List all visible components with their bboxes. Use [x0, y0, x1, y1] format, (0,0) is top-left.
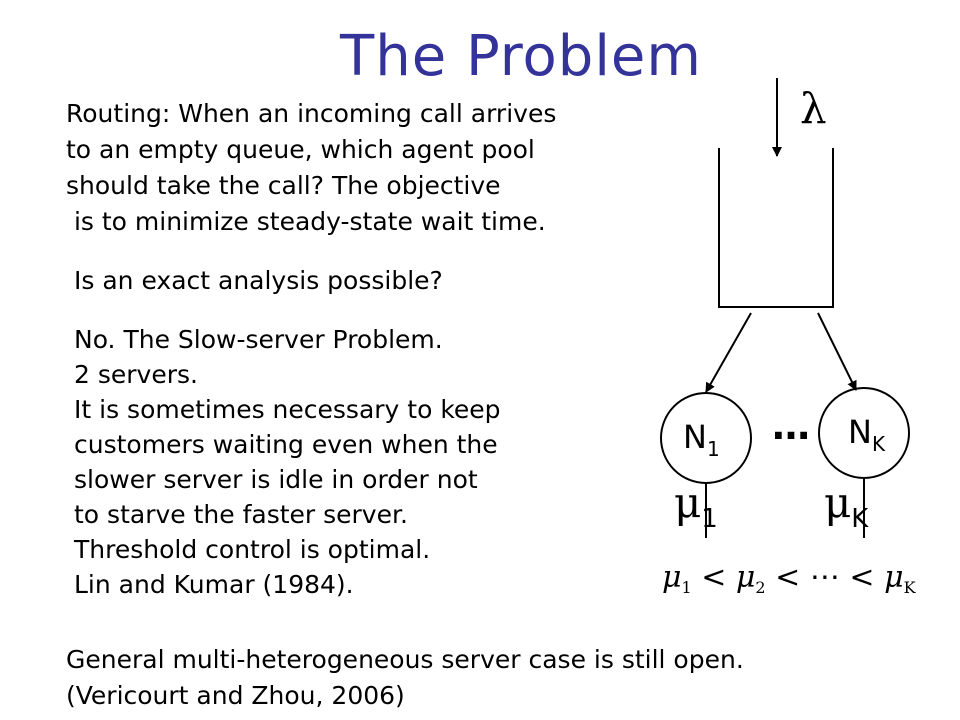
footer-line: (Vericourt and Zhou, 2006)	[66, 681, 405, 710]
answer-line: It is sometimes necessary to keep	[74, 395, 501, 424]
routing-line: should take the call? The objective	[66, 171, 501, 200]
answer-line: to starve the faster server.	[74, 500, 408, 529]
mu-1-label: μ1	[674, 478, 718, 534]
footer-paragraph: General multi-heterogeneous server case …	[66, 642, 744, 714]
routing-paragraph: Routing: When an incoming call arrives t…	[66, 96, 556, 240]
footer-line: General multi-heterogeneous server case …	[66, 645, 744, 674]
ellipsis: …	[772, 404, 810, 448]
queue-buffer	[718, 148, 834, 308]
question-text: Is an exact analysis possible?	[74, 266, 443, 295]
answer-line: Threshold control is optimal.	[74, 535, 431, 564]
routing-line: is to minimize steady-state wait time.	[66, 207, 546, 236]
node-k-label: NK	[848, 413, 886, 456]
slide-title: The Problem	[340, 24, 702, 89]
answer-line: 2 servers.	[74, 360, 198, 389]
mu-k-label: μK	[824, 478, 869, 534]
answer-line: Lin and Kumar (1984).	[74, 570, 354, 599]
answer-line: No. The Slow-server Problem.	[74, 325, 443, 354]
routing-arrow-right	[817, 312, 857, 391]
routing-line: Routing: When an incoming call arrives	[66, 99, 557, 128]
answer-paragraph: No. The Slow-server Problem. 2 servers. …	[74, 322, 501, 602]
answer-line: customers waiting even when the	[74, 430, 498, 459]
routing-line: to an empty queue, which agent pool	[66, 135, 535, 164]
routing-arrow-left	[705, 312, 752, 393]
answer-line: slower server is idle in order not	[74, 465, 478, 494]
arrival-rate-symbol: λ	[800, 84, 827, 133]
service-rate-ordering: μ1 < μ2 < ⋯ < μK	[662, 560, 916, 597]
node-1-label: N1	[683, 418, 720, 461]
